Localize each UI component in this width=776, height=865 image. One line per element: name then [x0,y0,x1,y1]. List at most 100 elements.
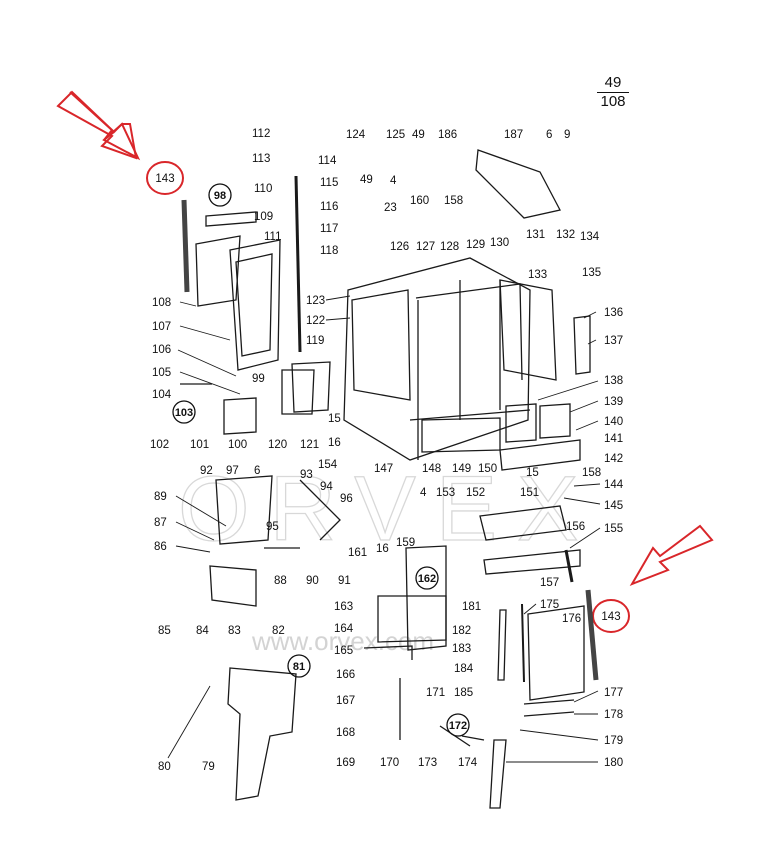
leader-lines [167,295,601,763]
part-label: 156 [566,521,585,533]
part-label: 97 [226,465,239,477]
part-label: 88 [274,575,287,587]
circled-ref-98: 98 [214,190,226,202]
part-label: 181 [462,601,481,613]
part-label: 159 [396,537,415,549]
part-label: 180 [604,757,623,769]
page-number-bottom: 108 [600,93,626,110]
part-label: 129 [466,239,485,251]
highlight-arrow-right [629,524,714,586]
part-label: 94 [320,481,333,493]
circled-ref-103: 103 [175,407,193,419]
part-label: 163 [334,601,353,613]
part-label: 169 [336,757,355,769]
part-label: 49 [412,129,425,141]
part-label: 91 [338,575,351,587]
part-label: 126 [390,241,409,253]
part-label: 15 [328,413,341,425]
part-label: 92 [200,465,213,477]
part-label: 158 [582,467,601,479]
part-label: 16 [328,437,341,449]
part-label: 175 [540,599,559,611]
part-label: 106 [152,344,171,356]
part-label: 141 [604,433,623,445]
part-label: 130 [490,237,509,249]
part-label: 101 [190,439,209,451]
part-label: 16 [376,543,389,555]
part-label: 79 [202,761,215,773]
part-label: 105 [152,367,171,379]
circled-ref-172: 172 [449,720,467,732]
highlight-circle-143-right [592,599,630,633]
part-label: 121 [300,439,319,451]
part-label: 6 [254,465,260,477]
part-label: 9 [564,129,570,141]
part-label: 124 [346,129,366,141]
part-label: 111 [264,231,281,243]
part-label: 4 [420,487,427,499]
part-label: 150 [478,463,497,475]
watermark-logo: ORVEX [178,458,598,560]
part-label: 114 [318,155,337,167]
part-label: 87 [154,517,167,529]
part-label: 187 [504,129,523,141]
part-label: 123 [306,295,325,307]
circled-ref-162: 162 [418,573,436,585]
callout-143-right: 143 [601,611,620,623]
part-label: 165 [334,645,353,657]
part-label: 4 [390,175,397,187]
part-label: 161 [348,547,367,559]
part-label: 127 [416,241,435,253]
part-label: 148 [422,463,441,475]
part-label: 151 [520,487,539,499]
part-label: 139 [604,396,623,408]
part-label: 167 [336,695,355,707]
page-number-divider [597,92,629,93]
part-label: 160 [410,195,429,207]
part-label: 173 [418,757,437,769]
part-label: 149 [452,463,471,475]
part-label: 133 [528,269,547,281]
part-label: 155 [604,523,623,535]
part-label: 166 [336,669,355,681]
part-label: 138 [604,375,623,387]
part-label: 178 [604,709,623,721]
watermark: ORVEX www.orvex.com [177,457,598,656]
part-label: 120 [268,439,287,451]
part-label: 152 [466,487,485,499]
part-label: 102 [150,439,169,451]
part-label: 104 [152,389,172,401]
circled-ref-81: 81 [293,661,305,673]
part-label: 145 [604,500,623,512]
part-label: 112 [252,128,270,140]
part-label: 182 [452,625,471,637]
part-label: 179 [604,735,623,747]
page-number: 49 108 [596,74,630,111]
part-label: 158 [444,195,463,207]
part-label: 147 [374,463,393,475]
part-label: 174 [458,757,478,769]
part-label: 122 [306,315,325,327]
part-label: 85 [158,625,171,637]
part-label: 116 [320,201,338,213]
part-label: 171 [426,687,445,699]
part-label: 185 [454,687,473,699]
part-label: 125 [386,129,405,141]
part-label: 95 [266,521,279,533]
part-label: 144 [604,479,624,491]
part-label: 90 [306,575,319,587]
part-label: 15 [526,467,539,479]
part-label: 140 [604,416,623,428]
part-label: 113 [252,153,270,165]
part-label: 115 [320,177,338,189]
part-label: 83 [228,625,241,637]
part-label: 186 [438,129,457,141]
part-label: 99 [252,373,265,385]
part-label: 118 [320,245,338,257]
part-label: 117 [320,223,338,235]
part-label: 80 [158,761,171,773]
part-label: 132 [556,229,575,241]
part-label: 107 [152,321,171,333]
line-art [180,149,599,809]
